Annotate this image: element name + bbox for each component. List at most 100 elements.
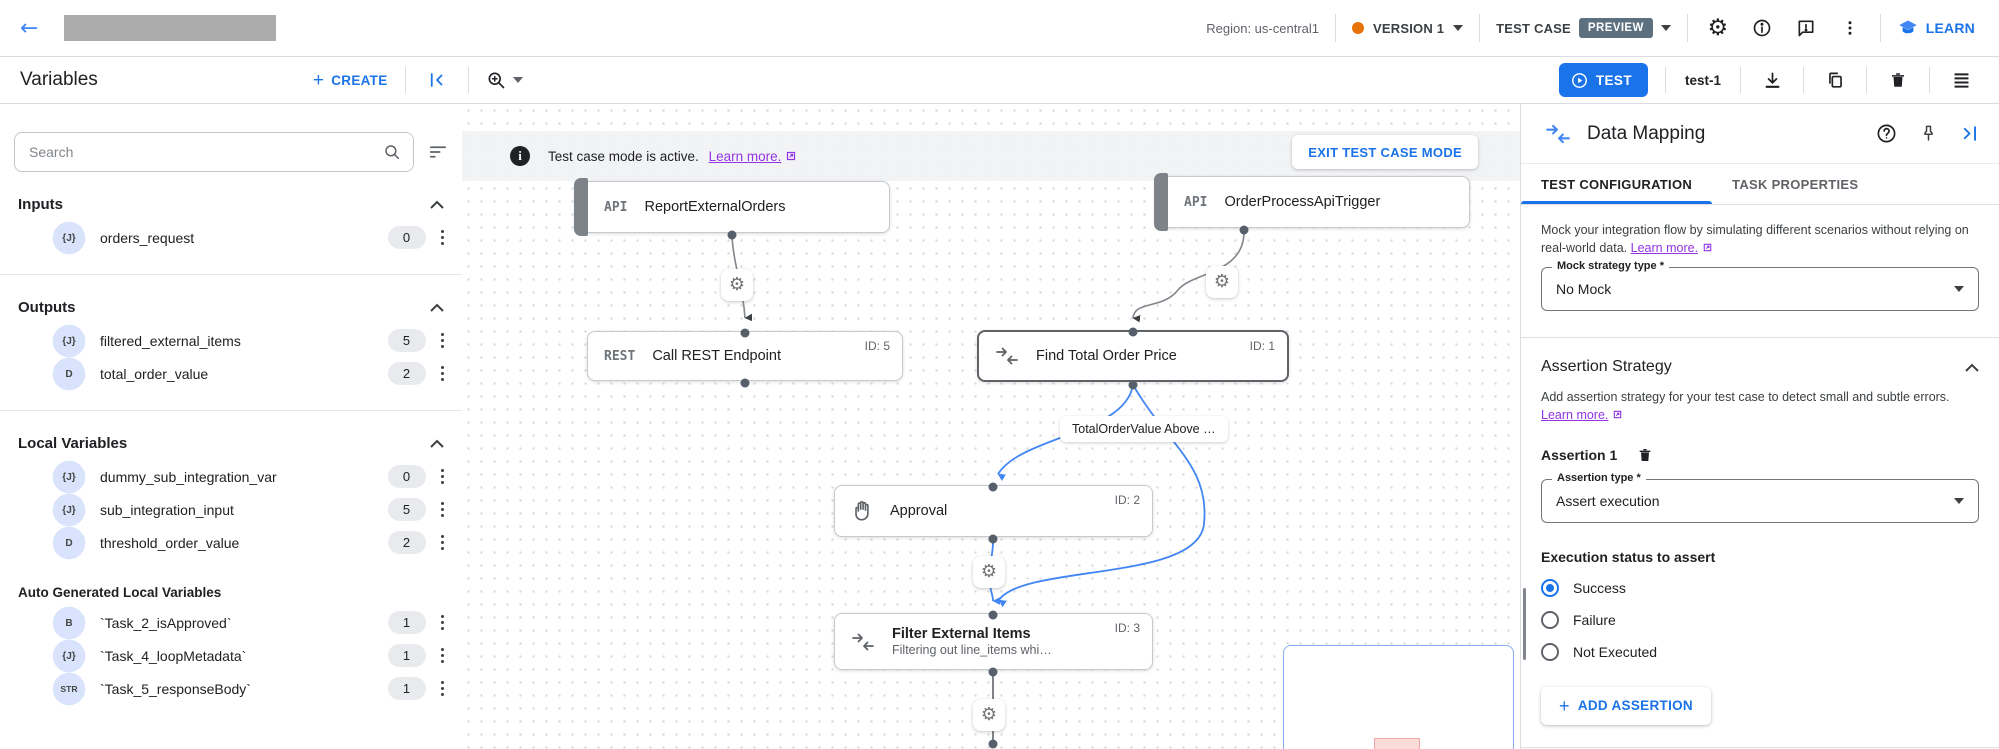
- learn-more-link[interactable]: Learn more.: [1541, 408, 1609, 423]
- add-assertion-button[interactable]: + ADD ASSERTION: [1541, 686, 1711, 725]
- radio-success[interactable]: Success: [1541, 578, 1979, 597]
- edge-gear-icon[interactable]: ⚙: [1206, 266, 1238, 298]
- more-vert-icon[interactable]: [1836, 14, 1864, 42]
- radio-button[interactable]: [1541, 610, 1559, 629]
- radio-button[interactable]: [1541, 642, 1559, 661]
- create-label: CREATE: [331, 72, 388, 88]
- selected-region-box[interactable]: [1283, 645, 1514, 749]
- settings-gear-icon[interactable]: ⚙: [1707, 14, 1729, 41]
- edge-gear-icon[interactable]: ⚙: [721, 269, 753, 301]
- pin-icon[interactable]: [1919, 124, 1938, 143]
- radio-button-selected[interactable]: [1541, 578, 1559, 597]
- radio-label: Success: [1573, 579, 1626, 596]
- info-icon: i: [510, 146, 530, 166]
- learn-button[interactable]: LEARN: [1897, 18, 1975, 38]
- type-double-icon: D: [52, 357, 86, 390]
- variable-row[interactable]: {J} dummy_sub_integration_var 0: [0, 460, 462, 493]
- node-order-process-api-trigger[interactable]: API OrderProcessApiTrigger: [1154, 173, 1470, 231]
- create-variable-button[interactable]: + CREATE: [313, 71, 388, 90]
- test-button[interactable]: TEST: [1558, 63, 1648, 97]
- node-approval[interactable]: Approval ID: 2: [834, 485, 1153, 537]
- variable-row[interactable]: B `Task_2_isApproved` 1: [0, 606, 462, 639]
- variable-name: threshold_order_value: [100, 534, 240, 551]
- zoom-in-icon: [488, 72, 504, 89]
- variable-row[interactable]: {J} `Task_4_loopMetadata` 1: [0, 639, 462, 672]
- variable-row[interactable]: D total_order_value 2: [0, 357, 462, 390]
- version-status-dot: [1352, 22, 1364, 34]
- node-subtitle: Filtering out line_items whi…: [892, 643, 1052, 657]
- section-title: Outputs: [18, 299, 76, 316]
- test-case-label: TEST CASE: [1496, 20, 1571, 36]
- node-title: Call REST Endpoint: [652, 348, 781, 364]
- more-vert-icon[interactable]: [435, 644, 451, 668]
- variable-row[interactable]: STR `Task_5_responseBody` 1: [0, 672, 462, 705]
- variable-row[interactable]: {J} filtered_external_items 5: [0, 324, 462, 357]
- variable-name: `Task_4_loopMetadata`: [100, 647, 247, 664]
- mock-strategy-select[interactable]: Mock strategy type * No Mock: [1541, 260, 1979, 312]
- more-vert-icon[interactable]: [435, 362, 451, 386]
- assertion-strategy-header[interactable]: Assertion Strategy: [1541, 358, 1979, 376]
- test-mode-banner: i Test case mode is active. Learn more. …: [462, 131, 1520, 181]
- rest-task-icon: REST: [604, 348, 636, 364]
- variable-row[interactable]: {J} orders_request 0: [0, 221, 462, 254]
- download-icon[interactable]: [1758, 66, 1786, 94]
- panel-scrollbar-thumb[interactable]: [1523, 588, 1526, 660]
- collapse-panel-right-icon[interactable]: [1960, 124, 1979, 143]
- node-title: Find Total Order Price: [1036, 348, 1177, 364]
- assertion-strategy-title: Assertion Strategy: [1541, 358, 1672, 376]
- highlighted-cell: [1374, 738, 1420, 749]
- more-vert-icon[interactable]: [435, 531, 451, 555]
- zoom-dropdown[interactable]: [486, 66, 523, 94]
- banner-message: Test case mode is active. Learn more.: [548, 149, 797, 164]
- section-header-outputs[interactable]: Outputs: [0, 299, 462, 316]
- sort-icon[interactable]: [428, 144, 448, 160]
- section-header-inputs[interactable]: Inputs: [0, 196, 462, 213]
- auto-generated-subheading: Auto Generated Local Variables: [18, 585, 222, 600]
- more-vert-icon[interactable]: [435, 226, 451, 250]
- exit-test-case-mode-button[interactable]: EXIT TEST CASE MODE: [1292, 135, 1478, 169]
- list-menu-icon[interactable]: [1947, 66, 1975, 94]
- version-dropdown[interactable]: VERSION 1: [1352, 21, 1464, 36]
- edge-gear-icon[interactable]: ⚙: [973, 556, 1005, 588]
- node-title: Filter External Items: [892, 626, 1031, 642]
- more-vert-icon[interactable]: [435, 611, 451, 635]
- variable-row[interactable]: D threshold_order_value 2: [0, 526, 462, 559]
- panel-header: Data Mapping: [1521, 104, 1999, 164]
- plus-icon: +: [1559, 695, 1570, 716]
- node-title: OrderProcessApiTrigger: [1224, 194, 1381, 210]
- more-vert-icon[interactable]: [435, 465, 451, 489]
- delete-trash-icon[interactable]: [1884, 66, 1912, 94]
- radio-not-executed[interactable]: Not Executed: [1541, 642, 1979, 661]
- edge-condition-label[interactable]: TotalOrderValue Above …: [1060, 416, 1228, 442]
- back-arrow-icon[interactable]: ←: [20, 15, 39, 41]
- node-report-external-orders[interactable]: API ReportExternalOrders: [574, 178, 890, 236]
- learn-more-link[interactable]: Learn more.: [708, 148, 782, 164]
- copy-icon[interactable]: [1821, 66, 1849, 94]
- collapse-panel-left-icon[interactable]: [423, 66, 451, 94]
- radio-failure[interactable]: Failure: [1541, 610, 1979, 629]
- feedback-icon[interactable]: [1792, 14, 1820, 42]
- edge-gear-icon[interactable]: ⚙: [973, 699, 1005, 731]
- node-filter-external-items[interactable]: Filter External Items Filtering out line…: [834, 613, 1153, 670]
- more-vert-icon[interactable]: [435, 498, 451, 522]
- search-input[interactable]: [29, 144, 383, 160]
- tab-task-properties[interactable]: TASK PROPERTIES: [1732, 176, 1859, 192]
- divider: [1479, 14, 1481, 42]
- preview-badge: PREVIEW: [1578, 18, 1653, 38]
- flow-canvas[interactable]: i Test case mode is active. Learn more. …: [462, 104, 1520, 749]
- help-icon[interactable]: [1876, 123, 1897, 144]
- delete-assertion-trash-icon[interactable]: [1637, 447, 1653, 463]
- chevron-up-icon: [1965, 363, 1979, 372]
- node-call-rest-endpoint[interactable]: REST Call REST Endpoint ID: 5: [587, 331, 903, 381]
- assertion-type-select[interactable]: Assertion type * Assert execution: [1541, 471, 1979, 523]
- info-icon[interactable]: [1748, 14, 1776, 42]
- tab-test-configuration[interactable]: TEST CONFIGURATION: [1521, 164, 1713, 204]
- variable-row[interactable]: {J} sub_integration_input 5: [0, 493, 462, 526]
- test-case-dropdown[interactable]: TEST CASE PREVIEW: [1496, 18, 1671, 38]
- usage-count-badge: 0: [387, 465, 426, 488]
- more-vert-icon[interactable]: [435, 329, 451, 353]
- learn-more-link[interactable]: Learn more.: [1630, 241, 1699, 256]
- node-find-total-order-price[interactable]: Find Total Order Price ID: 1: [977, 330, 1289, 382]
- more-vert-icon[interactable]: [435, 677, 451, 701]
- section-header-local-variables[interactable]: Local Variables: [0, 435, 462, 452]
